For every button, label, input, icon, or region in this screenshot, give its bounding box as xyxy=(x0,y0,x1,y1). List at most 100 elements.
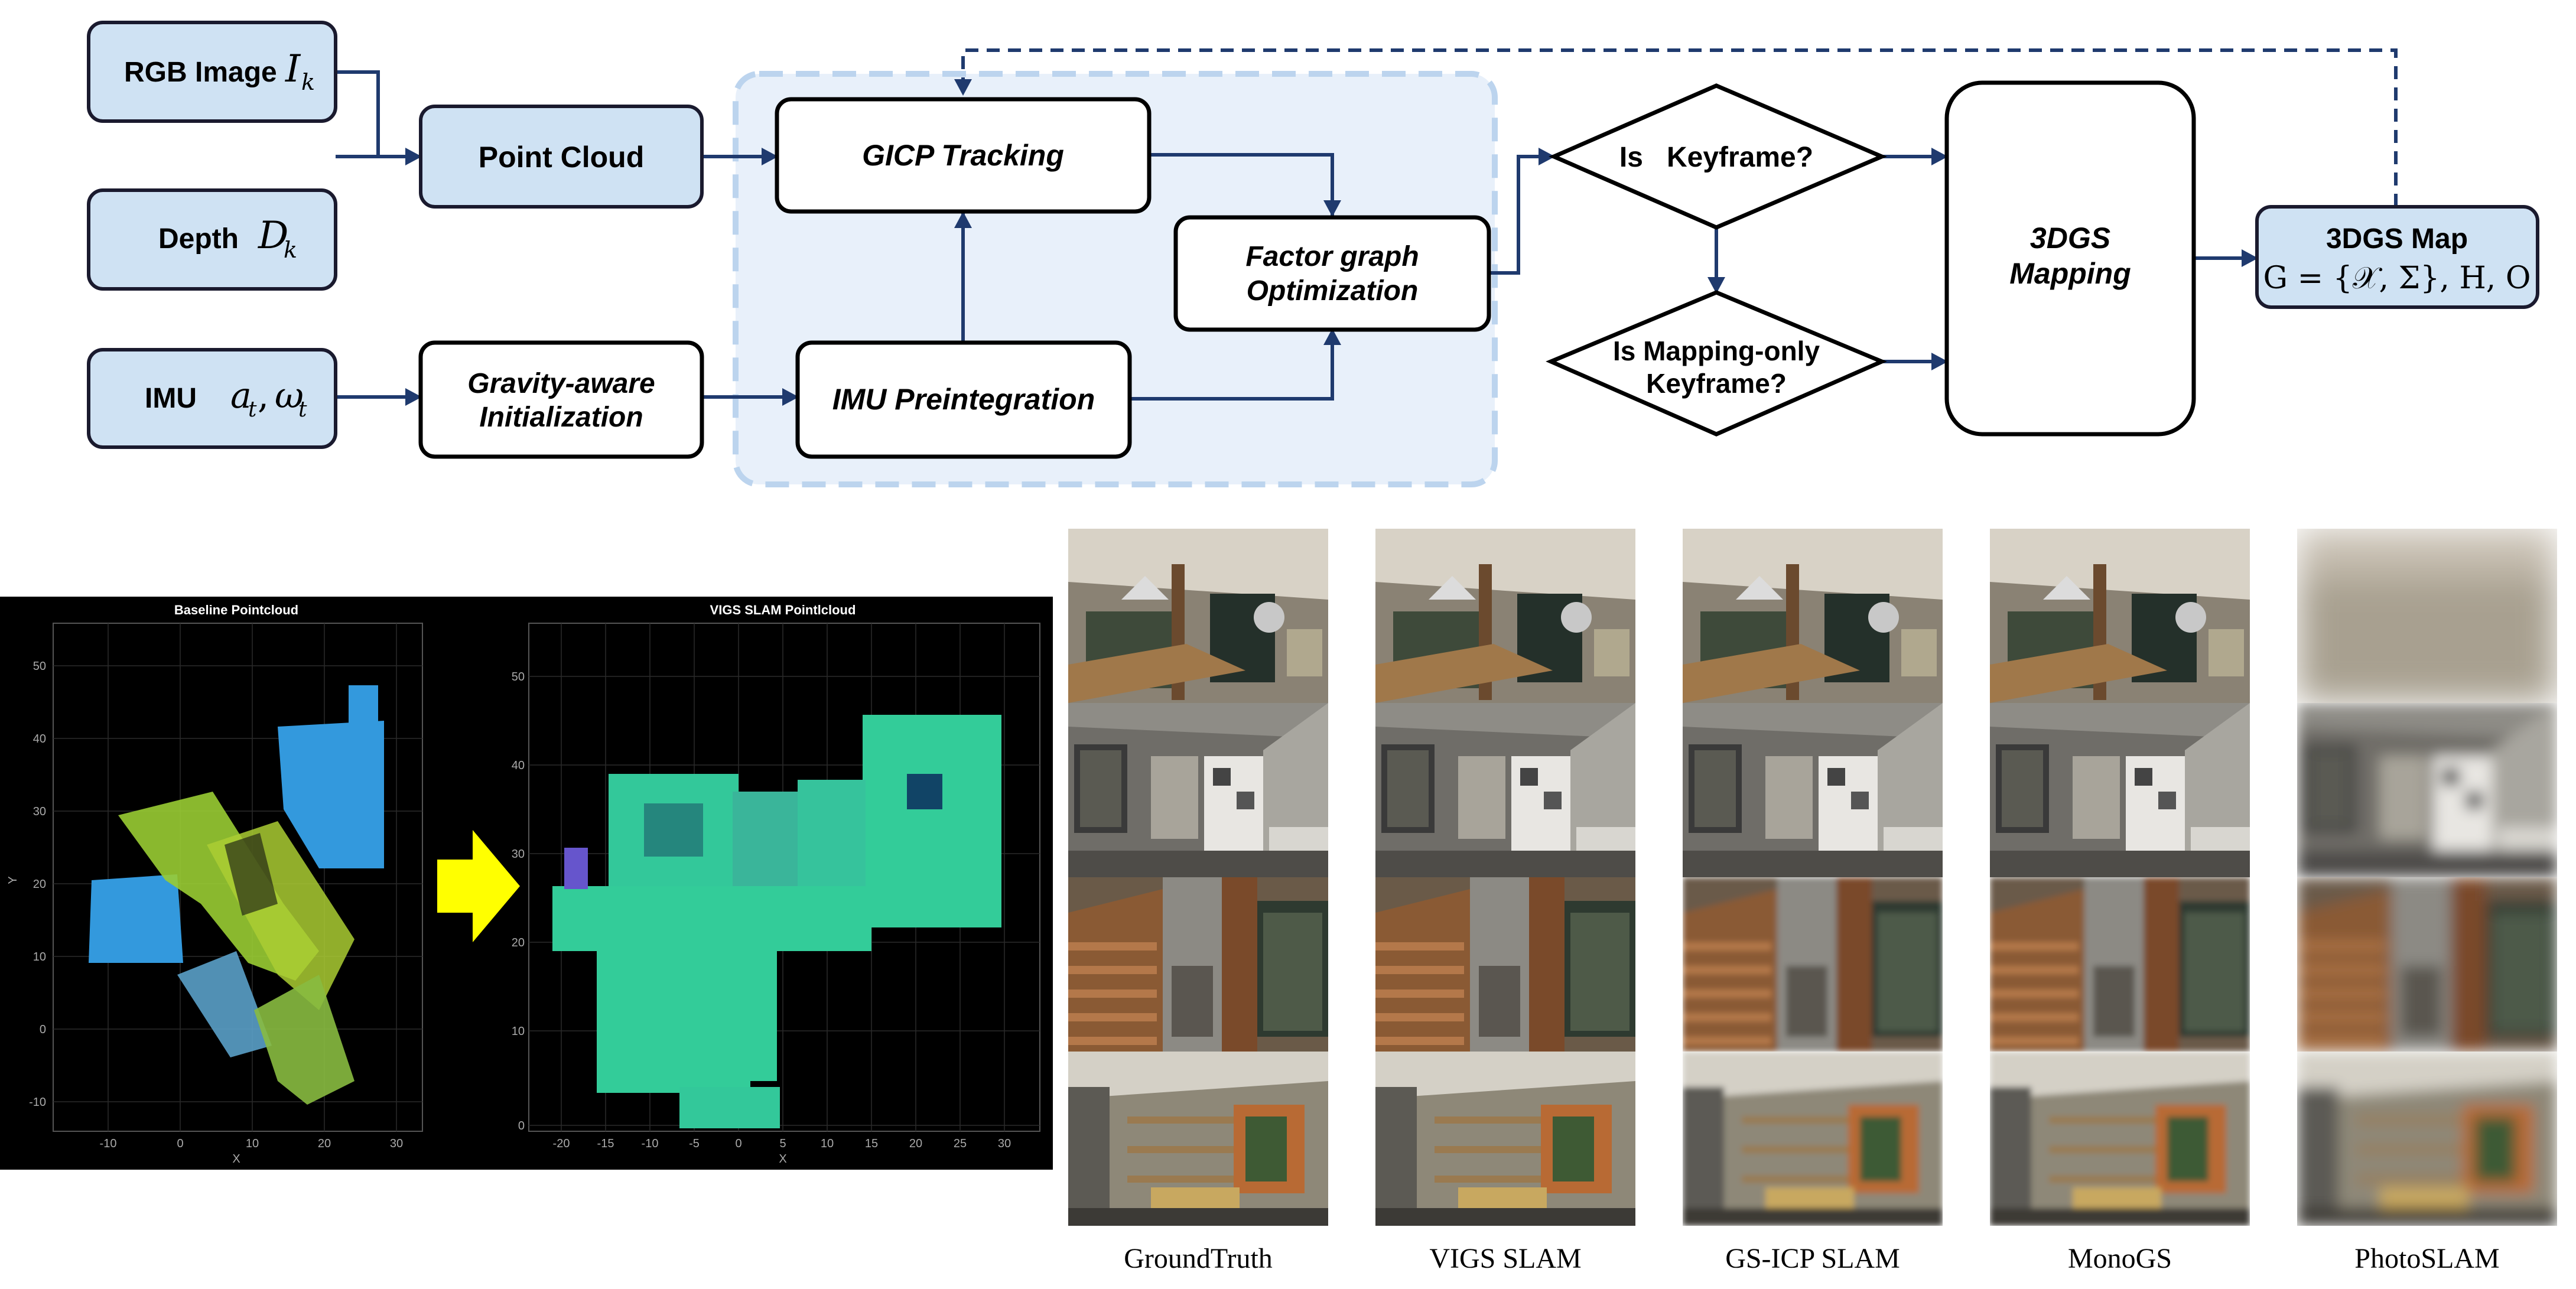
pointcloud-comparison-panel: Baseline Pointcloud -10 0 10 20 30 X 50 … xyxy=(0,597,1053,1170)
svg-text:0: 0 xyxy=(518,1119,525,1132)
svg-text:20: 20 xyxy=(318,1137,331,1150)
svg-text:0: 0 xyxy=(735,1137,741,1150)
pipeline-diagram: RGB Image I k Depth D k IMU a t , ω t Po… xyxy=(87,21,2539,487)
3dgs-mapping-node: 3DGS Mapping xyxy=(1944,80,2196,437)
svg-text:G = {𝒳, Σ}, H, O: G = {𝒳, Σ}, H, O xyxy=(2263,261,2531,296)
svg-text:20: 20 xyxy=(909,1137,922,1150)
svg-text:10: 10 xyxy=(246,1137,259,1150)
render-cell xyxy=(1683,877,1943,1052)
render-cell xyxy=(1068,877,1328,1052)
render-cell xyxy=(1375,529,1635,703)
baseline-pointcloud xyxy=(89,685,384,1105)
svg-text:Optimization: Optimization xyxy=(1247,275,1419,307)
svg-text:D: D xyxy=(258,214,288,258)
svg-text:IMU Preintegration: IMU Preintegration xyxy=(832,383,1095,416)
svg-text:Point Cloud: Point Cloud xyxy=(479,141,645,174)
render-cell xyxy=(1683,703,1943,877)
svg-text:a: a xyxy=(230,375,252,416)
render-comparison-grid: GroundTruth xyxy=(1068,529,2557,1274)
svg-text:Factor graph: Factor graph xyxy=(1245,241,1419,272)
3dgs-map-output: 3DGS Map G = {𝒳, Σ}, H, O xyxy=(2255,205,2539,309)
svg-text:k: k xyxy=(284,237,297,263)
vigs-pointcloud xyxy=(552,715,1001,1128)
svg-text:Gravity-aware: Gravity-aware xyxy=(467,368,655,399)
column-label: PhotoSLAM xyxy=(2354,1243,2500,1274)
svg-text:0: 0 xyxy=(177,1137,183,1150)
svg-text:-10: -10 xyxy=(29,1096,46,1109)
baseline-plot: Baseline Pointcloud -10 0 10 20 30 X 50 … xyxy=(6,603,423,1166)
render-cell xyxy=(2297,529,2557,703)
svg-text:RGB Image: RGB Image xyxy=(124,57,277,88)
svg-text:-10: -10 xyxy=(642,1137,659,1150)
svg-text:50: 50 xyxy=(33,660,46,673)
column-label: GroundTruth xyxy=(1124,1243,1273,1274)
imu-label: IMU xyxy=(145,383,197,414)
svg-text:Is Keyframe?: Is Keyframe? xyxy=(1619,142,1813,173)
svg-text:k: k xyxy=(301,69,315,95)
depth-label: Depth xyxy=(158,223,239,255)
gicp-tracking-node: GICP Tracking xyxy=(775,97,1152,214)
render-column-photoslam: PhotoSLAM xyxy=(2297,529,2557,1274)
column-label: GS-ICP SLAM xyxy=(1725,1243,1900,1274)
svg-text:30: 30 xyxy=(998,1137,1011,1150)
imu-preintegration-node: IMU Preintegration xyxy=(795,340,1132,459)
svg-text:-15: -15 xyxy=(597,1137,614,1150)
svg-text:10: 10 xyxy=(821,1137,834,1150)
render-column-gs-icp-slam: GS-ICP SLAM xyxy=(1683,529,1943,1274)
svg-text:-20: -20 xyxy=(553,1137,570,1150)
render-cell xyxy=(1990,529,2250,703)
render-cell xyxy=(1375,877,1635,1052)
vigs-title: VIGS SLAM Pointlcloud xyxy=(710,603,856,617)
svg-text:Depth: Depth xyxy=(158,223,239,255)
svg-text:Baseline Pointcloud: Baseline Pointcloud xyxy=(174,603,298,617)
svg-text:10: 10 xyxy=(33,951,46,964)
pointcloud-plots: Baseline Pointcloud -10 0 10 20 30 X 50 … xyxy=(6,603,1040,1166)
feedback-loop xyxy=(954,48,2398,207)
svg-text:GICP Tracking: GICP Tracking xyxy=(862,139,1064,172)
svg-text:X: X xyxy=(779,1153,786,1166)
rgb-image-node: RGB Image I k xyxy=(87,21,337,123)
svg-text:20: 20 xyxy=(512,936,525,949)
svg-text:20: 20 xyxy=(33,878,46,891)
svg-text:X: X xyxy=(232,1153,240,1166)
svg-text:3DGS: 3DGS xyxy=(2030,222,2110,255)
connectors xyxy=(336,70,2258,406)
svg-text:Y: Y xyxy=(6,876,19,884)
render-cell xyxy=(1375,1052,1635,1226)
render-column-monogs: MonoGS xyxy=(1990,529,2250,1274)
svg-text:-5: -5 xyxy=(689,1137,700,1150)
render-column-groundtruth: GroundTruth xyxy=(1068,529,1328,1274)
vigs-plot: VIGS SLAM Pointlcloud -20 -15 -10 -5 0 5… xyxy=(512,603,1040,1166)
svg-text:,: , xyxy=(258,375,269,416)
svg-text:Initialization: Initialization xyxy=(479,402,643,433)
render-cell xyxy=(1990,877,2250,1052)
svg-text:ω: ω xyxy=(275,375,304,416)
render-cell xyxy=(1068,529,1328,703)
render-cell xyxy=(1375,703,1635,877)
render-cell xyxy=(1990,703,2250,877)
svg-text:30: 30 xyxy=(512,848,525,861)
svg-text:30: 30 xyxy=(390,1137,403,1150)
imu-node: IMU a t , ω t xyxy=(87,348,337,449)
comparison-arrow xyxy=(437,830,520,942)
render-cell xyxy=(1683,529,1943,703)
baseline-title: Baseline Pointcloud xyxy=(174,603,298,617)
gravity-init-node: Gravity-aware Initialization xyxy=(418,340,704,459)
render-column-vigs-slam: VIGS SLAM xyxy=(1375,529,1635,1274)
point-cloud-node: Point Cloud xyxy=(419,105,704,209)
render-cell xyxy=(2297,877,2557,1052)
svg-text:0: 0 xyxy=(40,1023,46,1036)
svg-text:25: 25 xyxy=(954,1137,967,1150)
svg-text:30: 30 xyxy=(33,805,46,818)
svg-text:50: 50 xyxy=(512,670,525,683)
svg-text:Is Mapping-only: Is Mapping-only xyxy=(1613,336,1820,366)
is-mapping-only-decision: Is Mapping-only Keyframe? xyxy=(1546,290,1887,437)
depth-node: Depth D k xyxy=(87,188,337,291)
svg-text:Mapping: Mapping xyxy=(2009,257,2131,290)
render-cell xyxy=(1068,703,1328,877)
svg-text:15: 15 xyxy=(865,1137,878,1150)
render-cell xyxy=(2297,1052,2557,1226)
svg-text:5: 5 xyxy=(779,1137,786,1150)
svg-text:I: I xyxy=(285,47,301,91)
svg-text:40: 40 xyxy=(33,733,46,746)
